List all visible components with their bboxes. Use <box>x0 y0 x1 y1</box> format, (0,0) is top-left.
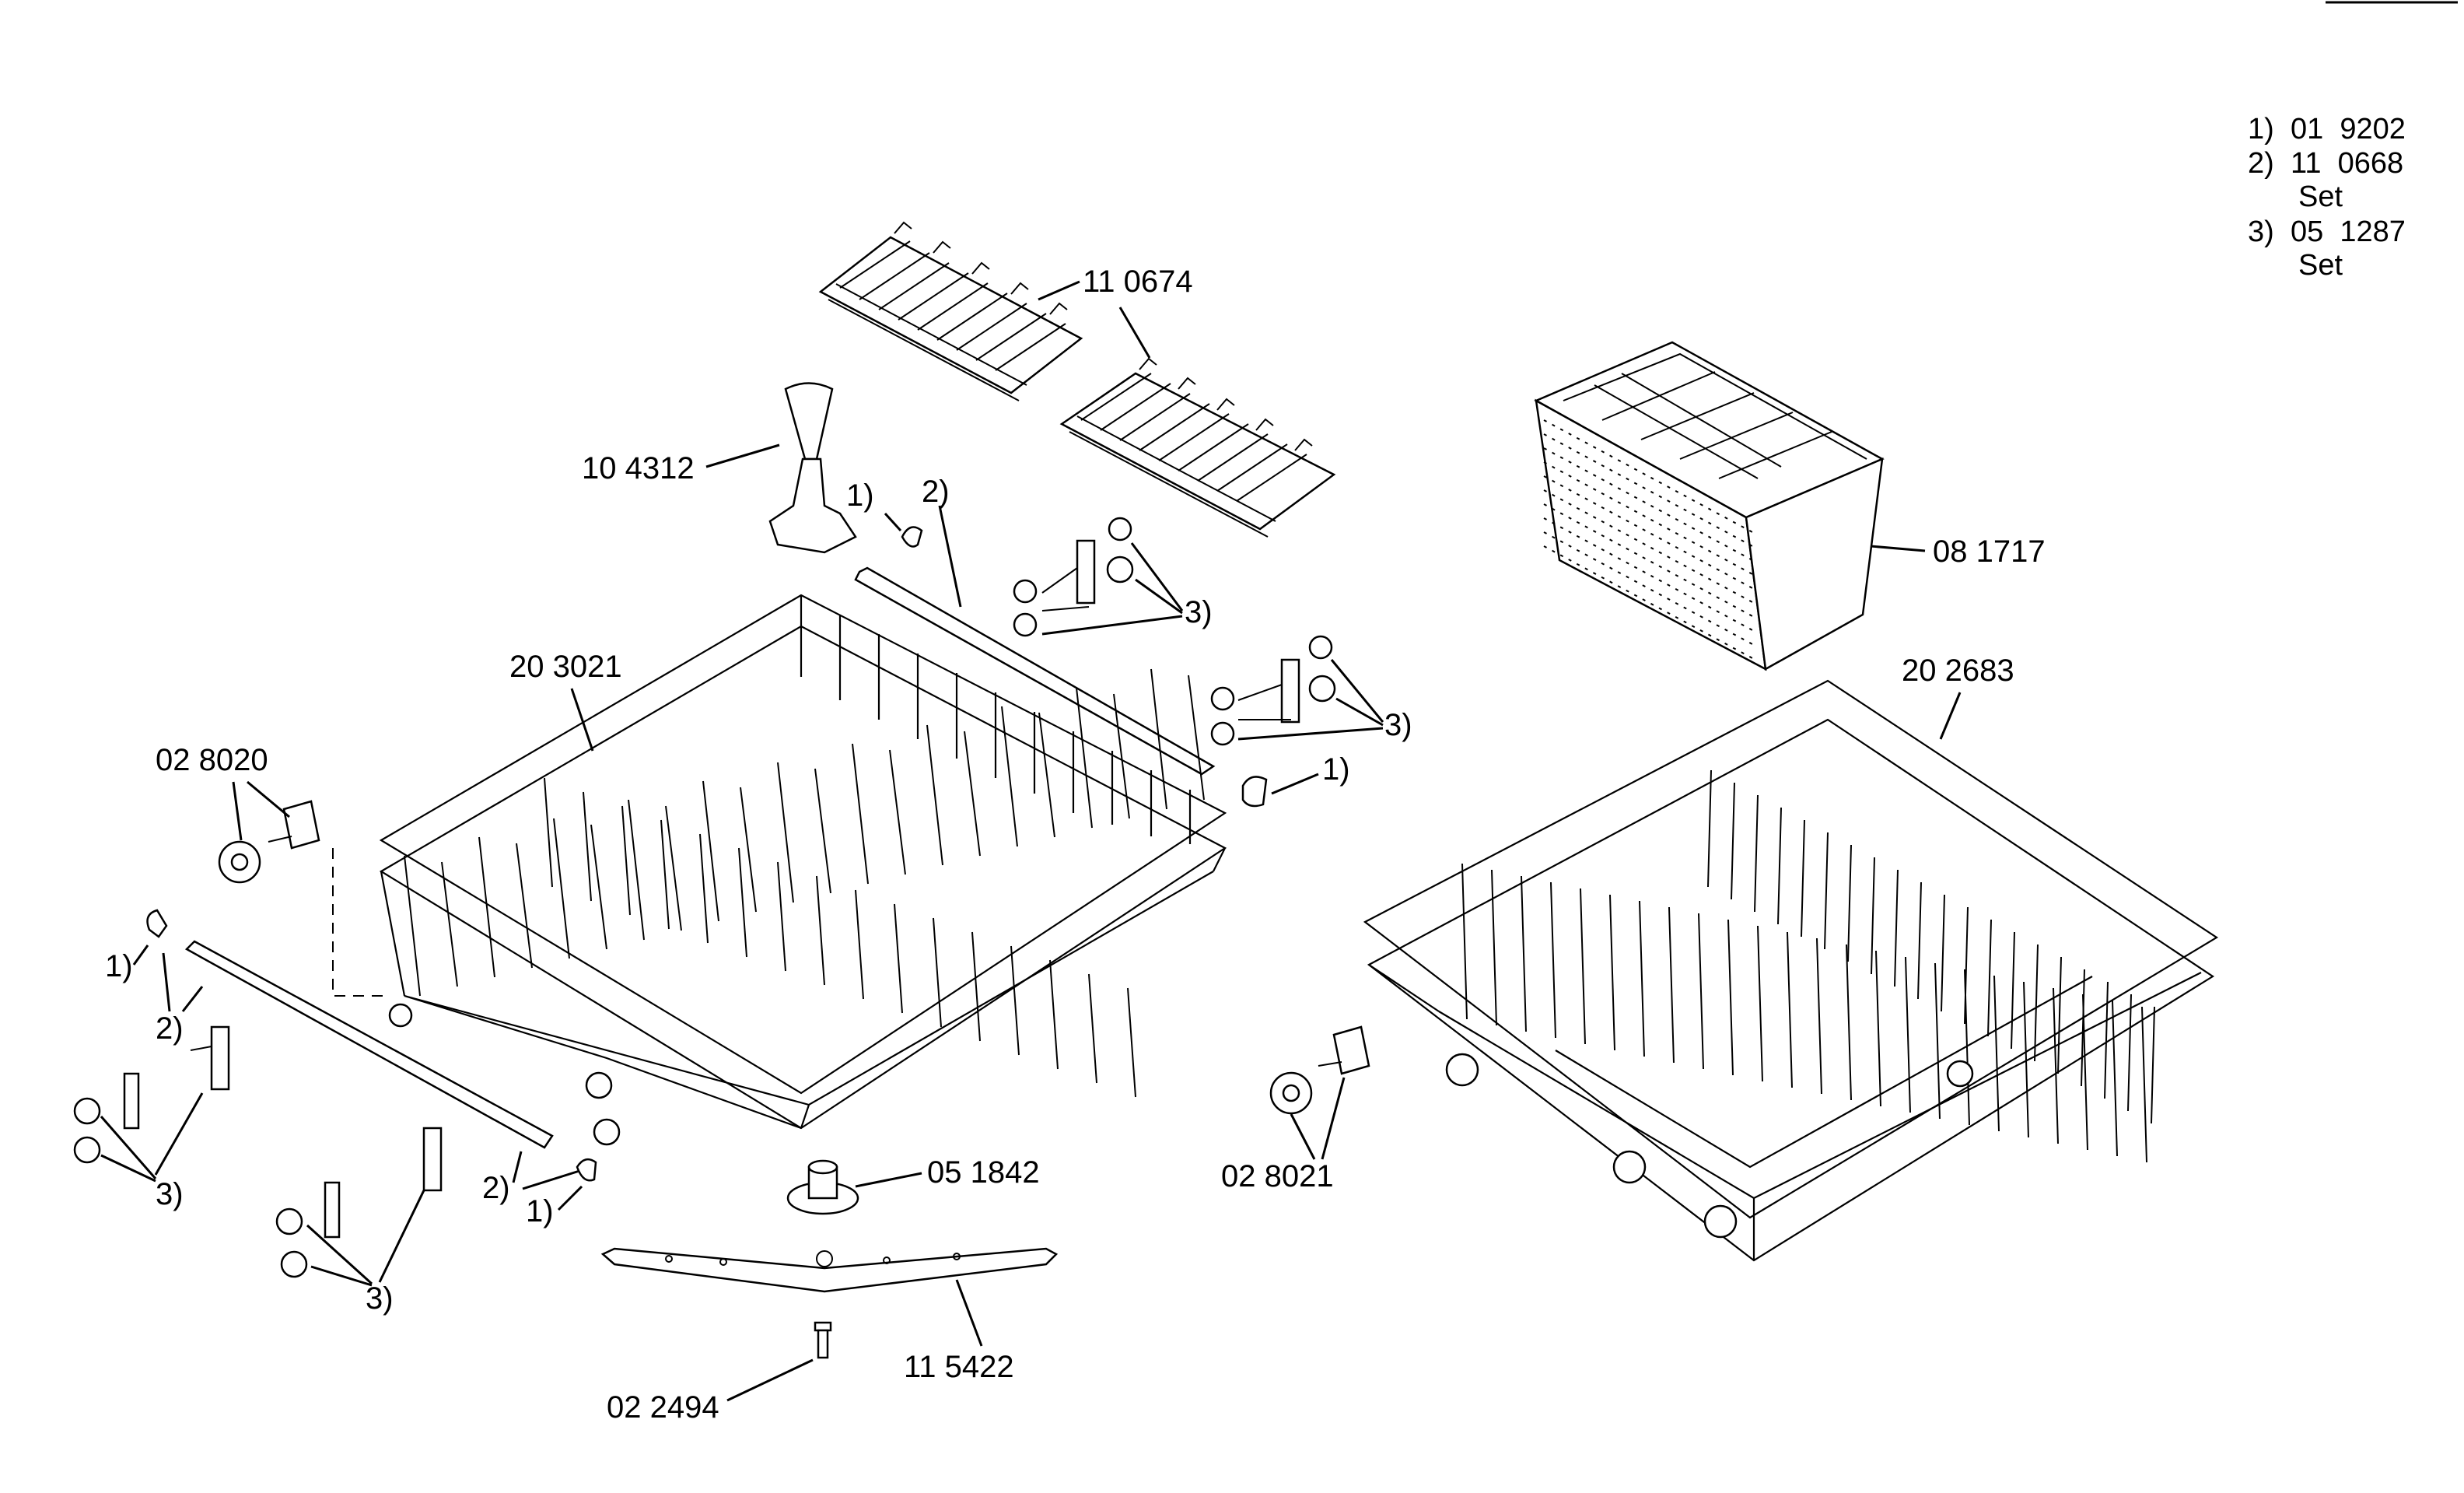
leader-02-2494 <box>726 1358 814 1402</box>
rail-left <box>184 940 554 1149</box>
label-20-2683: 20 2683 <box>1902 654 2014 688</box>
legend-part-1: 01 9202 <box>2291 113 2406 145</box>
label-ref1-bottom: 1) <box>526 1194 554 1228</box>
leader-11-5422 <box>955 1279 983 1347</box>
leader-05-1842 <box>855 1172 922 1188</box>
label-02-2494: 02 2494 <box>607 1390 719 1425</box>
label-11-5422: 11 5422 <box>904 1350 1014 1384</box>
leader-ref2-bottom <box>512 1151 580 1190</box>
label-ref2-top: 2) <box>922 475 950 509</box>
roller-set-top <box>1013 517 1134 637</box>
clip-1-bottom <box>576 1158 597 1182</box>
leader-20-2683 <box>1939 692 1962 740</box>
leader-10-4312 <box>705 443 780 468</box>
legend-part-2: 11 0668 <box>2291 147 2403 180</box>
leader-08-1717 <box>1870 545 1926 552</box>
leader-ref3-mid <box>1237 659 1384 741</box>
label-02-8020: 02 8020 <box>156 743 268 777</box>
leader-ref1-left <box>132 945 149 966</box>
spray-arm-hub-05-1842 <box>786 1159 859 1215</box>
lower-basket-20-2683 <box>1363 679 2219 1262</box>
legend-part-3: 05 1287 <box>2291 216 2406 248</box>
label-05-1842: 05 1842 <box>927 1155 1040 1190</box>
clip-1-left <box>146 909 168 938</box>
screw-02-2494 <box>814 1321 832 1359</box>
roller-set-mid <box>1210 635 1336 746</box>
label-ref3-top: 3) <box>1185 595 1213 629</box>
legend-ref-2: 2) <box>2248 147 2274 180</box>
leader-20-3021 <box>570 688 594 752</box>
leader-ref2-top <box>938 505 962 608</box>
rail-top <box>854 566 1216 776</box>
label-ref1-left: 1) <box>105 949 133 983</box>
label-ref3-left: 3) <box>156 1177 184 1211</box>
label-ref1-top: 1) <box>846 478 874 513</box>
label-ref1-right: 1) <box>1322 752 1350 787</box>
leader-ref3-top <box>1041 542 1184 636</box>
leader-ref1-right <box>1271 773 1319 795</box>
label-ref3-bottom: 3) <box>366 1281 394 1316</box>
roller-02-8021 <box>1269 1025 1370 1115</box>
legend-ref-1: 1) <box>2248 113 2274 145</box>
leader-ref1-top <box>884 512 902 532</box>
leader-ref2-left <box>162 952 204 1012</box>
clip-1-top <box>901 526 923 548</box>
label-08-1717: 08 1717 <box>1933 534 2046 569</box>
part-10-4312 <box>768 382 857 554</box>
roller-set-left <box>73 1025 230 1164</box>
legend: 1) 01 9202 2) 11 0668 Set 3) 05 1287 Set <box>2248 113 2406 282</box>
legend-note-2: Set <box>2298 180 2343 213</box>
spray-arm-11-5422 <box>600 1247 1059 1293</box>
dashed-guide-left <box>332 848 389 997</box>
label-11-0674: 11 0674 <box>1083 265 1193 299</box>
label-ref3-mid: 3) <box>1384 708 1412 742</box>
leader-ref3-left <box>100 1092 204 1183</box>
label-20-3021: 20 3021 <box>509 650 622 684</box>
roller-02-8020 <box>218 800 320 884</box>
legend-ref-3: 3) <box>2248 216 2274 248</box>
leader-02-8021 <box>1290 1077 1346 1160</box>
clip-1-right <box>1241 776 1268 808</box>
label-02-8021: 02 8021 <box>1221 1159 1334 1193</box>
rack-insert-lower <box>1059 357 1336 538</box>
leader-11-0674 <box>1038 280 1151 359</box>
rack-insert-upper <box>818 221 1083 401</box>
leader-02-8020 <box>232 780 290 841</box>
upper-basket <box>379 594 1227 1146</box>
cutlery-basket-08-1717 <box>1534 341 1885 671</box>
legend-note-3: Set <box>2298 249 2343 282</box>
roller-set-bottom <box>275 1127 443 1278</box>
label-ref2-bottom: 2) <box>482 1171 510 1205</box>
leader-ref1-bottom <box>557 1185 583 1211</box>
label-10-4312: 10 4312 <box>582 451 695 485</box>
label-ref2-left: 2) <box>156 1011 184 1046</box>
leader-ref3-bottom <box>306 1190 425 1287</box>
